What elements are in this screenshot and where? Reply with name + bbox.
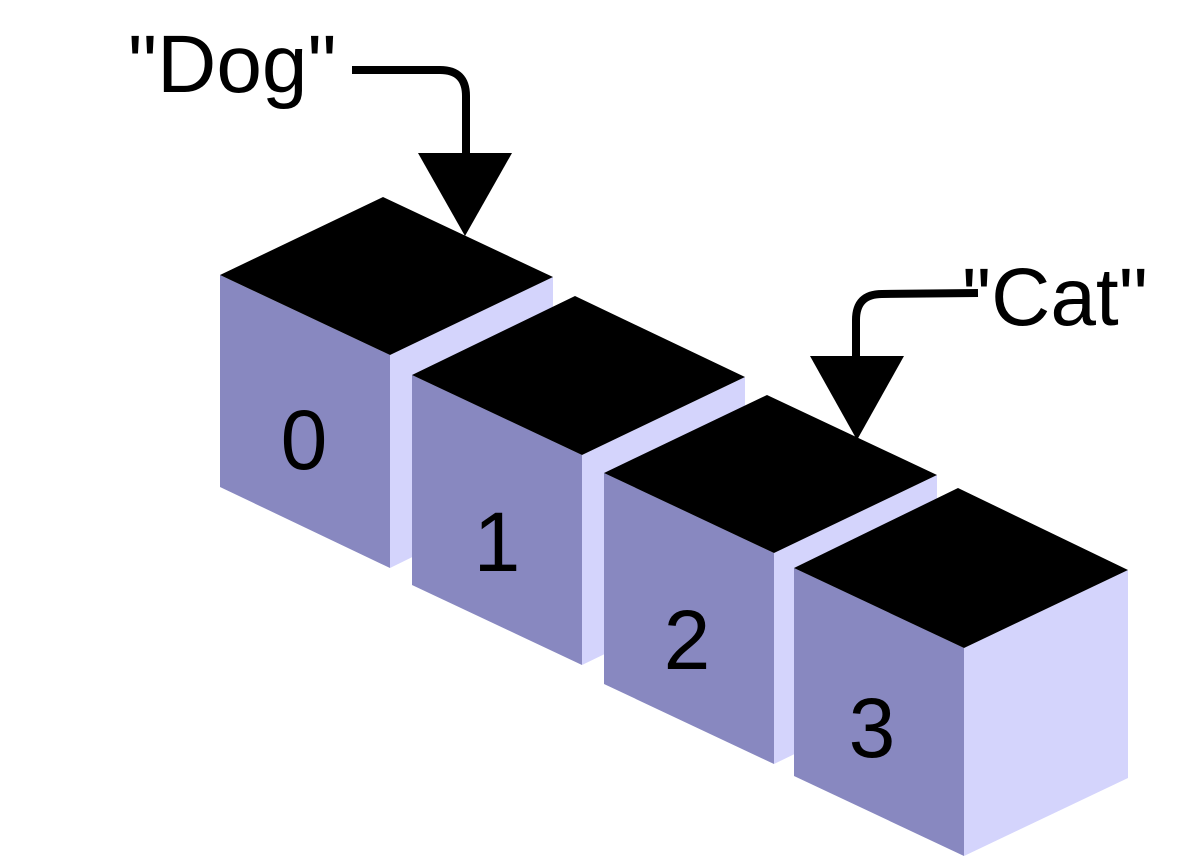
cell-1-index: 1 (474, 495, 521, 589)
cell-0-top-face (220, 197, 553, 355)
cell-2-top-face (604, 395, 937, 553)
cell-2-index: 2 (664, 593, 711, 687)
cat-pointer: "Cat" (810, 252, 1148, 440)
cell-1-top-face (412, 296, 745, 455)
cell-0-index: 0 (281, 393, 328, 487)
cell-3-top-face (794, 488, 1128, 648)
cell-2-front-face (604, 473, 774, 764)
cat-label: "Cat" (962, 252, 1148, 343)
cell-3-index: 3 (849, 681, 896, 775)
cell-0-front-face (220, 275, 390, 568)
array-cell-3: 3 (794, 488, 1128, 856)
cell-1-front-face (412, 375, 582, 665)
cat-arrow-line (852, 289, 979, 362)
dog-arrow-head (418, 153, 512, 236)
dog-label: "Dog" (128, 19, 337, 110)
cat-arrow-head (810, 356, 904, 440)
cell-3-front-face (794, 568, 964, 856)
cell-3-side-face (964, 570, 1128, 856)
dog-arrow-line (352, 66, 470, 160)
dog-pointer: "Dog" (128, 19, 512, 236)
